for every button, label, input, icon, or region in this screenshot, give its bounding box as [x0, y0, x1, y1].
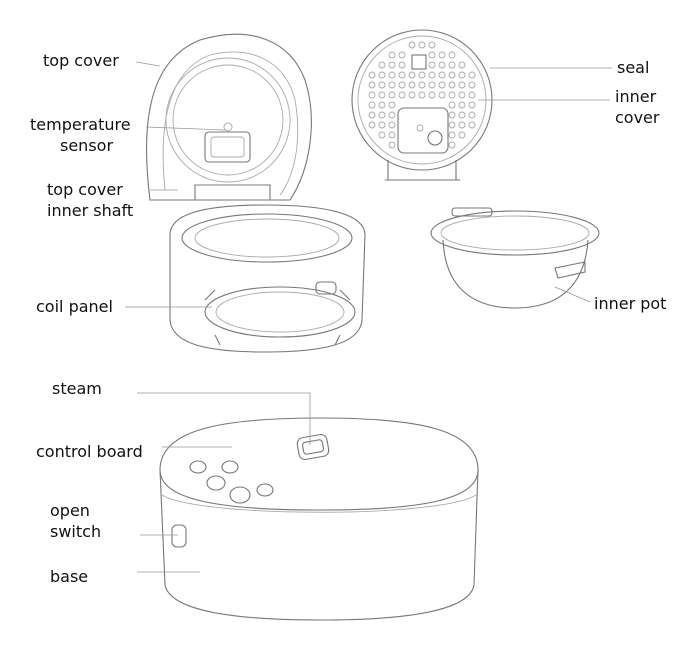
steam-hole: [428, 71, 436, 79]
steam-hole: [408, 71, 416, 79]
steam-hole: [448, 61, 456, 69]
steam-hole: [448, 81, 456, 89]
steam-hole: [468, 81, 476, 89]
steam-hole: [398, 51, 406, 59]
label-base: base: [50, 567, 89, 586]
label-seal: seal: [617, 58, 650, 77]
steam-hole: [458, 131, 466, 139]
steam-hole: [388, 101, 396, 109]
steam-hole: [418, 41, 426, 49]
top-cover-drawing: [145, 33, 312, 201]
steam-hole: [428, 51, 436, 59]
steam-hole: [438, 61, 446, 69]
label-temperature-sensor-line2: sensor: [60, 136, 114, 155]
label-inner-cover-line1: inner: [615, 87, 657, 106]
steam-hole: [388, 51, 396, 59]
steam-hole: [388, 141, 396, 149]
steam-hole: [388, 91, 396, 99]
steam-hole: [378, 101, 386, 109]
steam-hole: [448, 131, 456, 139]
steam-hole: [388, 121, 396, 129]
steam-hole: [448, 51, 456, 59]
steam-hole: [468, 121, 476, 129]
steam-hole: [368, 91, 376, 99]
steam-hole: [378, 81, 386, 89]
steam-hole: [458, 121, 466, 129]
label-top-cover-inner-shaft-line2: inner shaft: [47, 201, 134, 220]
steam-hole: [438, 51, 446, 59]
steam-hole: [468, 71, 476, 79]
steam-hole: [368, 101, 376, 109]
label-top-cover-inner-shaft-line1: top cover: [47, 180, 123, 199]
steam-hole: [398, 71, 406, 79]
steam-hole: [398, 91, 406, 99]
steam-hole: [408, 91, 416, 99]
inner-cover-drawing: [351, 29, 493, 181]
steam-hole: [428, 61, 436, 69]
steam-hole: [448, 71, 456, 79]
closed-cooker-drawing: [159, 417, 479, 621]
steam-hole: [458, 101, 466, 109]
steam-hole: [448, 111, 456, 119]
steam-hole: [388, 71, 396, 79]
steam-hole: [448, 121, 456, 129]
steam-hole: [368, 81, 376, 89]
steam-hole: [368, 71, 376, 79]
label-open-switch-line2: switch: [50, 522, 102, 541]
steam-hole: [378, 61, 386, 69]
steam-hole: [438, 81, 446, 89]
steam-hole: [428, 91, 436, 99]
steam-hole: [388, 61, 396, 69]
label-control-board: control board: [36, 442, 143, 461]
steam-hole: [458, 91, 466, 99]
steam-hole: [378, 111, 386, 119]
steam-hole: [368, 121, 376, 129]
steam-hole: [458, 61, 466, 69]
steam-hole: [448, 91, 456, 99]
leader-lines: [125, 61, 612, 573]
steam-hole: [408, 81, 416, 89]
steam-hole: [458, 111, 466, 119]
steam-hole: [388, 111, 396, 119]
steam-hole: [368, 111, 376, 119]
steam-hole: [468, 101, 476, 109]
steam-hole: [428, 41, 436, 49]
steam-hole: [448, 141, 456, 149]
steam-hole: [468, 111, 476, 119]
steam-hole: [408, 41, 416, 49]
label-open-switch-line1: open: [50, 501, 90, 520]
steam-hole: [418, 81, 426, 89]
label-top-cover: top cover: [43, 51, 119, 70]
inner-pot-drawing: [430, 207, 600, 309]
steam-hole: [418, 71, 426, 79]
steam-hole: [448, 101, 456, 109]
label-coil-panel: coil panel: [36, 297, 113, 316]
steam-hole: [418, 91, 426, 99]
label-inner-pot: inner pot: [594, 294, 667, 313]
steam-hole: [378, 71, 386, 79]
steam-hole: [398, 81, 406, 89]
steam-hole: [378, 91, 386, 99]
steam-hole: [388, 131, 396, 139]
steam-hole: [378, 121, 386, 129]
steam-hole: [388, 81, 396, 89]
steam-hole: [428, 81, 436, 89]
steam-hole: [398, 61, 406, 69]
label-temperature-sensor-line1: temperature: [30, 115, 131, 134]
label-steam: steam: [52, 379, 102, 398]
steam-hole: [378, 131, 386, 139]
cooker-body-drawing: [169, 204, 366, 353]
steam-hole: [458, 81, 466, 89]
steam-hole: [438, 91, 446, 99]
label-inner-cover-line2: cover: [615, 108, 660, 127]
steam-hole: [458, 71, 466, 79]
steam-hole: [438, 71, 446, 79]
steam-hole: [468, 91, 476, 99]
